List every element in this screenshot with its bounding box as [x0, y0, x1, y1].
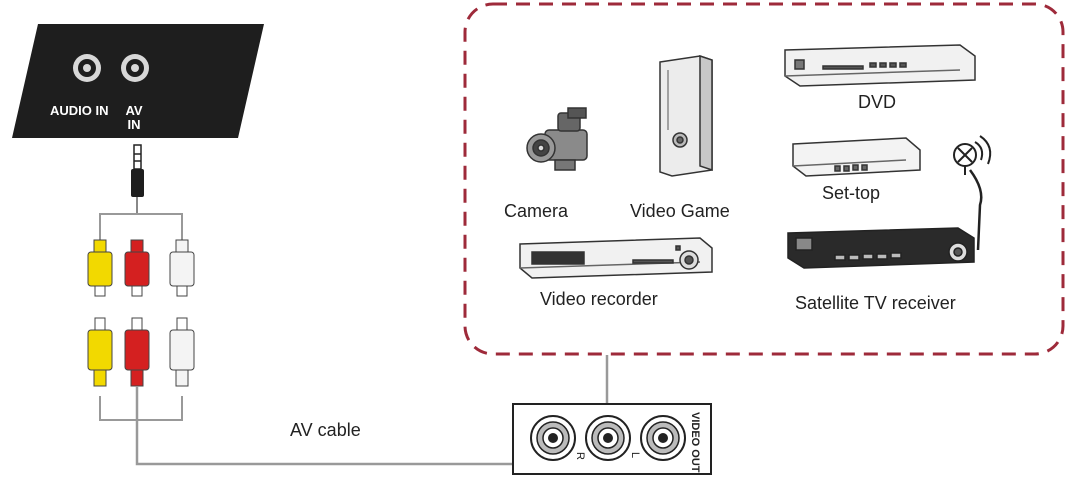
satellite-dish-icon: [953, 135, 992, 251]
av-in-label-line1: AV: [125, 103, 143, 118]
yellow-plug-upper: [87, 239, 113, 297]
camera-label: Camera: [504, 201, 569, 221]
minijack-plug: [131, 144, 144, 213]
video-out-jack-2: [585, 415, 631, 461]
av-in-label-line2: IN: [127, 117, 141, 132]
yellow-plug-lower: [87, 317, 113, 387]
video-out-jack-1: [530, 415, 576, 461]
red-plug-lower: [124, 317, 150, 387]
video-recorder-label: Video recorder: [540, 289, 658, 309]
video-recorder-icon: [519, 237, 713, 279]
video-out-label: VIDEO OUT: [689, 412, 701, 473]
dvd-label: DVD: [858, 92, 897, 112]
set-top-box-icon: [792, 137, 921, 177]
output-jack-l-label: L: [629, 452, 641, 458]
satellite-receiver-label: Satellite TV receiver: [795, 293, 956, 313]
video-game-label: Video Game: [630, 201, 730, 221]
white-plug-upper: [169, 239, 195, 297]
av-cable-line: [135, 386, 520, 466]
video-out-jack-3: [640, 415, 686, 461]
audio-in-jack: [73, 54, 101, 82]
output-box: R L VIDEO OUT: [512, 403, 712, 475]
source-devices-region: [463, 2, 1065, 356]
set-top-label: Set-top: [822, 183, 881, 203]
white-plug-lower: [169, 317, 195, 387]
av-cable-label: AV cable: [290, 420, 361, 440]
satellite-receiver-icon: [787, 227, 975, 269]
audio-in-label: AUDIO IN: [50, 103, 109, 118]
video-game-console-icon: [659, 54, 713, 177]
tv-panel: [12, 24, 264, 138]
av-in-jack: [121, 54, 149, 82]
splitter-cable: [99, 213, 183, 421]
red-plug-upper: [124, 239, 150, 297]
dvd-player-icon: [784, 44, 976, 87]
output-jack-r-label: R: [574, 452, 586, 460]
camera-icon: [526, 107, 588, 171]
